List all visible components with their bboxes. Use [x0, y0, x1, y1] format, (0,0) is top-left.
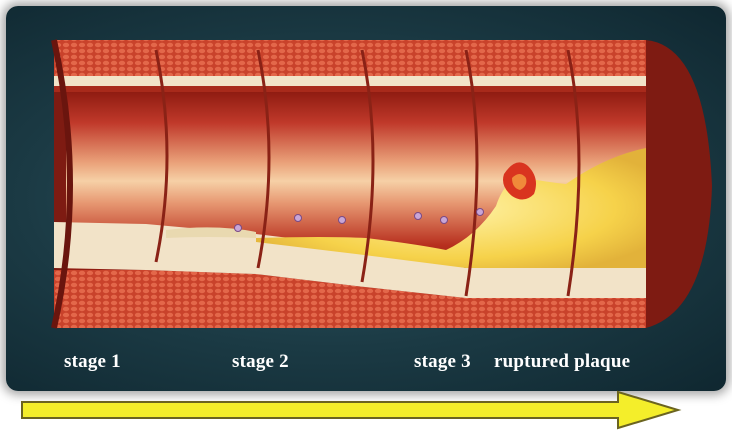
top-wall-band	[54, 40, 646, 80]
artery-cross-section	[6, 6, 726, 391]
illustration-panel: stage 1 stage 2 stage 3 ruptured plaque	[6, 6, 726, 391]
top-intima-edge	[54, 86, 646, 92]
label-stage-2: stage 2	[232, 351, 289, 373]
label-stage-3: stage 3	[414, 351, 471, 373]
top-intima-band	[54, 76, 646, 86]
label-stage-1: stage 1	[64, 351, 121, 373]
progression-arrow	[18, 390, 688, 430]
label-ruptured-plaque: ruptured plaque	[494, 351, 630, 373]
